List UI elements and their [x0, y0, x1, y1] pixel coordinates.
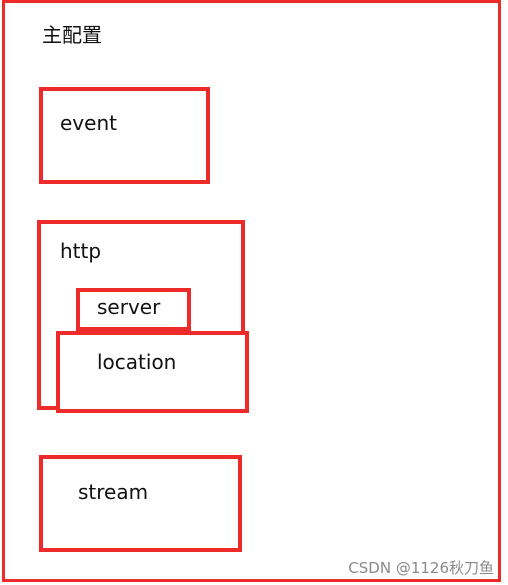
server-box: [76, 288, 191, 331]
stream-label: stream: [78, 480, 149, 504]
location-box: [56, 331, 249, 413]
location-label: location: [97, 350, 177, 374]
server-label: server: [97, 295, 161, 319]
event-label: event: [60, 111, 117, 135]
stream-box: [39, 455, 242, 552]
http-label: http: [60, 239, 102, 263]
event-box: [39, 87, 210, 184]
main-config-box: [2, 0, 501, 582]
csdn-watermark: CSDN @1126秋刀鱼: [348, 559, 494, 577]
main-config-label: 主配置: [42, 23, 102, 47]
